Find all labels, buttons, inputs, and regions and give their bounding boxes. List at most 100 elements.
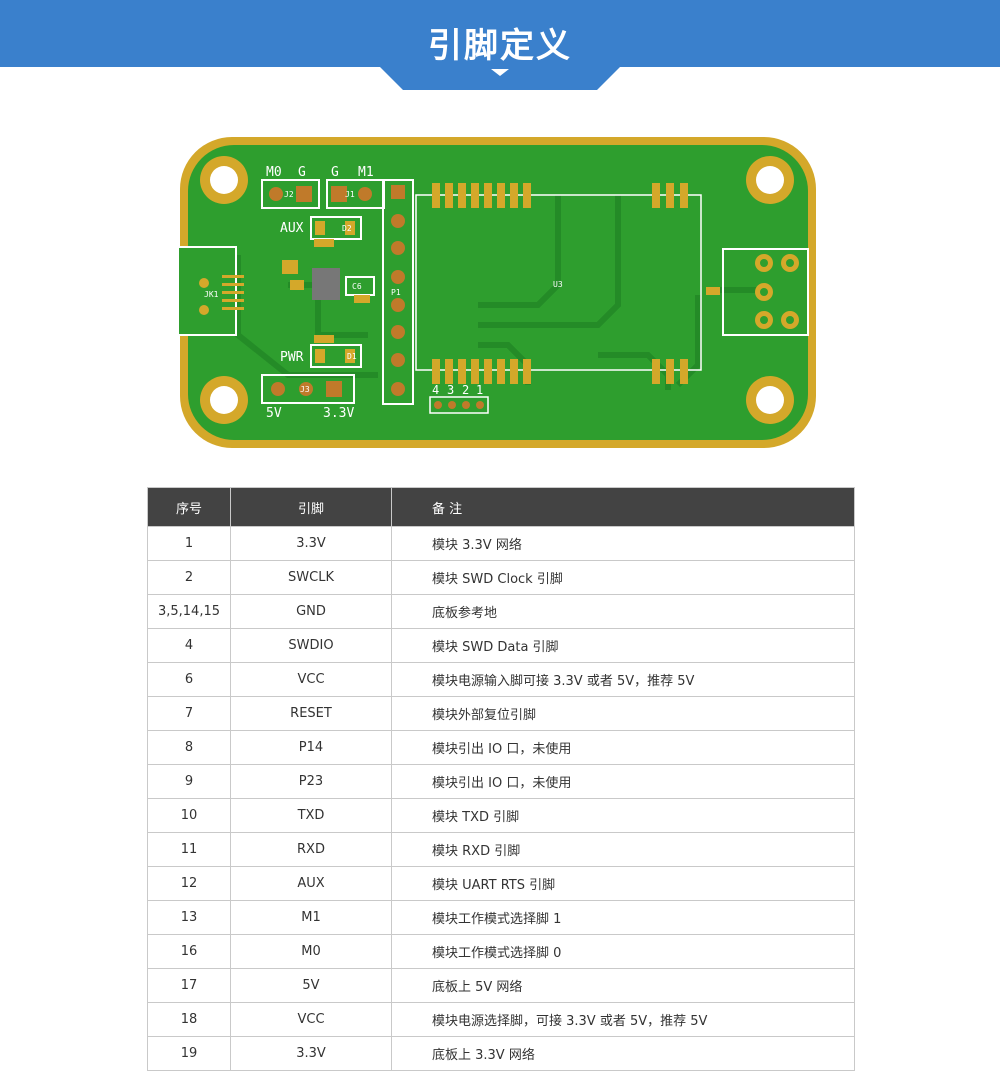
- antenna-connector: [722, 248, 809, 336]
- pin-name-cell: RESET: [230, 696, 392, 731]
- pin-name-cell: VCC: [230, 662, 392, 697]
- mounting-holes: [200, 156, 794, 424]
- label-3v3: 3.3V: [323, 406, 354, 421]
- pin-note-cell: 底板上 3.3V 网络: [391, 1036, 855, 1071]
- pin-note-cell: 模块 UART RTS 引脚: [391, 866, 855, 901]
- pin-name-cell: RXD: [230, 832, 392, 867]
- board-silk-label: J2: [284, 190, 294, 199]
- pin-index-cell: 19: [147, 1036, 231, 1071]
- pin-index-cell: 17: [147, 968, 231, 1003]
- pin-name-cell: TXD: [230, 798, 392, 833]
- pin-note-cell: 模块 3.3V 网络: [391, 526, 855, 561]
- pin-note-cell: 模块 TXD 引脚: [391, 798, 855, 833]
- label-jk1: JK1: [204, 290, 219, 299]
- header-j3: J3: [261, 374, 355, 404]
- pin-name-cell: AUX: [230, 866, 392, 901]
- board-silk-label: C6: [352, 282, 362, 291]
- label-u3: U3: [553, 280, 563, 289]
- label-aux: AUX: [280, 221, 304, 236]
- pin-index-cell: 11: [147, 832, 231, 867]
- pin-name-cell: M0: [230, 934, 392, 969]
- pin-index-cell: 6: [147, 662, 231, 697]
- pin-index-cell: 18: [147, 1002, 231, 1037]
- board-silk-label: P1: [391, 288, 401, 297]
- pin-note-cell: 模块 RXD 引脚: [391, 832, 855, 867]
- pin-note-cell: 模块 SWD Data 引脚: [391, 628, 855, 663]
- pin-index-cell: 4: [147, 628, 231, 663]
- pin-note-cell: 模块工作模式选择脚 1: [391, 900, 855, 935]
- pin-index-cell: 7: [147, 696, 231, 731]
- pin-note-cell: 模块引出 IO 口，未使用: [391, 730, 855, 765]
- pin-name-cell: SWDIO: [230, 628, 392, 663]
- pin-name-cell: M1: [230, 900, 392, 935]
- module-pads: [432, 183, 688, 384]
- pin-name-cell: 5V: [230, 968, 392, 1003]
- title-banner: 引脚定义: [0, 0, 1000, 90]
- pin-note-cell: 模块 SWD Clock 引脚: [391, 560, 855, 595]
- pin-note-cell: 模块工作模式选择脚 0: [391, 934, 855, 969]
- label-g1: G: [298, 165, 306, 180]
- board-silk-label: 2: [462, 383, 469, 397]
- pin-note-cell: 模块引出 IO 口，未使用: [391, 764, 855, 799]
- pin-index-cell: 8: [147, 730, 231, 765]
- pin-index-cell: 1: [147, 526, 231, 561]
- label-5v: 5V: [266, 406, 282, 421]
- board-silk-label: 3: [447, 383, 454, 397]
- label-m1: M1: [358, 165, 374, 180]
- pin-index-cell: 3,5,14,15: [147, 594, 231, 629]
- label-m0: M0: [266, 165, 282, 180]
- pcb-board-image: M0 G G M1 J2 J1 AUX D2 JK1 C6 PWR D1: [177, 135, 818, 450]
- pin-index-cell: 13: [147, 900, 231, 935]
- pin-name-cell: GND: [230, 594, 392, 629]
- pin-name-cell: P14: [230, 730, 392, 765]
- board-silk-label: J1: [345, 190, 355, 199]
- pin-index-cell: 9: [147, 764, 231, 799]
- label-g2: G: [331, 165, 339, 180]
- module-u3-outline: [415, 194, 702, 371]
- led-d1-outline: [310, 344, 362, 368]
- table-header-row: 序号 引脚 备 注: [147, 487, 855, 527]
- pin-note-cell: 模块外部复位引脚: [391, 696, 855, 731]
- header-pin: 引脚: [230, 487, 392, 527]
- header-p1-pins: [391, 185, 405, 396]
- pin-name-cell: 3.3V: [230, 1036, 392, 1071]
- header-4pin: 4 3 2 1: [429, 383, 489, 414]
- pin-index-cell: 16: [147, 934, 231, 969]
- board-silk-label: D2: [342, 224, 352, 233]
- led-d2-outline: [310, 216, 362, 240]
- pin-note-cell: 底板上 5V 网络: [391, 968, 855, 1003]
- page-title: 引脚定义: [428, 26, 572, 66]
- header-index: 序号: [147, 487, 231, 527]
- pin-note-cell: 底板参考地: [391, 594, 855, 629]
- board-silk-label: J3: [300, 385, 310, 394]
- pin-name-cell: P23: [230, 764, 392, 799]
- pin-index-cell: 12: [147, 866, 231, 901]
- header-j2: J2: [261, 179, 320, 209]
- header-note: 备 注: [391, 487, 855, 527]
- pin-name-cell: SWCLK: [230, 560, 392, 595]
- board-silk-label: 1: [476, 383, 483, 397]
- header-p1: [382, 179, 414, 405]
- pin-index-cell: 2: [147, 560, 231, 595]
- pin-name-cell: VCC: [230, 1002, 392, 1037]
- pin-note-cell: 模块电源选择脚，可接 3.3V 或者 5V，推荐 5V: [391, 1002, 855, 1037]
- regulator-chip: [312, 268, 340, 300]
- pin-index-cell: 10: [147, 798, 231, 833]
- board-silk-label: 4: [432, 383, 439, 397]
